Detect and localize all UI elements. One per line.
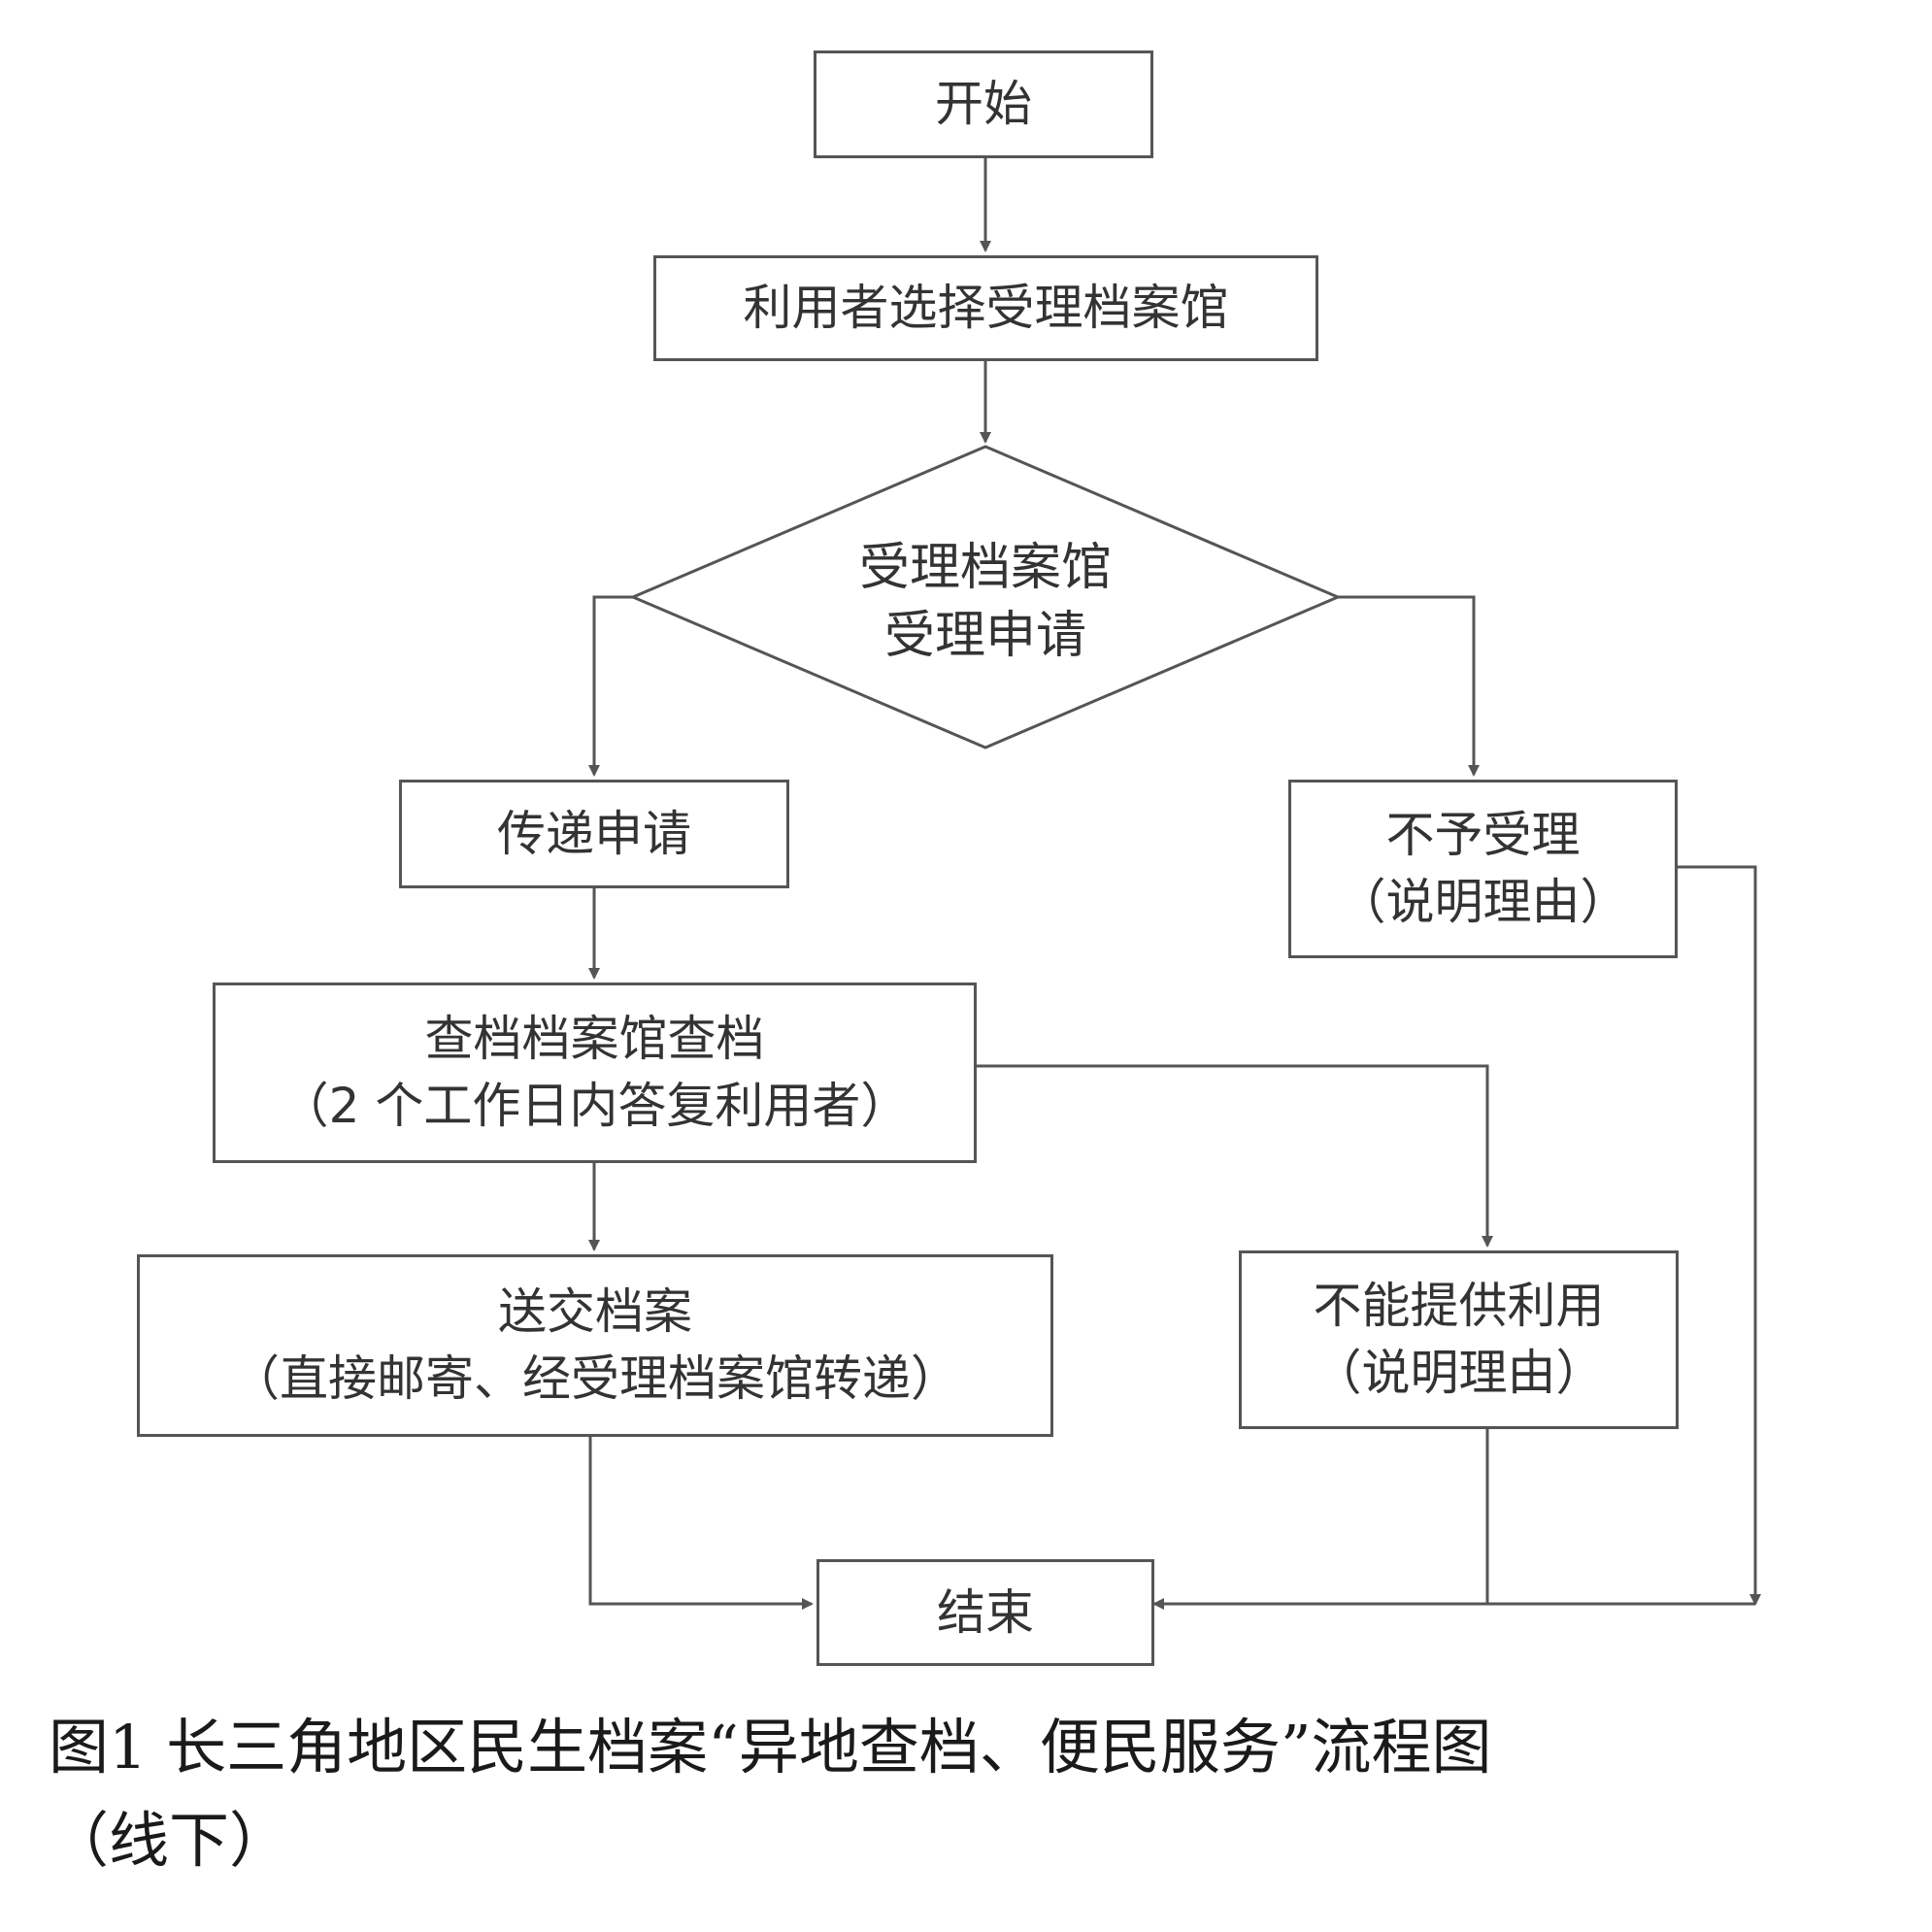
node-end-label: 结束 [937, 1583, 1034, 1641]
node-search: 查档档案馆查档 （2 个工作日内答复利用者） [213, 983, 977, 1163]
node-deliver-line1: 送交档案 [498, 1283, 692, 1340]
node-search-line2: （2 个工作日内答复利用者） [280, 1078, 910, 1134]
figure-caption-line2: （线下） [49, 1805, 290, 1877]
figure-caption-line1: 图1 长三角地区民生档案“异地查档、便民服务”流程图 [49, 1712, 1492, 1782]
decision-diamond [629, 445, 1342, 749]
node-unavailable-line1: 不能提供利用 [1313, 1278, 1605, 1334]
node-search-line1: 查档档案馆查档 [424, 1011, 765, 1067]
edge-decision-reject [1335, 595, 1480, 777]
node-decision: 受理档案馆 受理申请 [636, 524, 1335, 680]
node-select-archive: 利用者选择受理档案馆 [653, 255, 1318, 361]
edge-deliver-end [588, 1437, 814, 1610]
node-unavailable-line2: （说明理由） [1313, 1345, 1605, 1401]
node-deliver: 送交档案 （直接邮寄、经受理档案馆转递） [137, 1254, 1053, 1437]
node-reject-line2: （说明理由） [1337, 874, 1629, 930]
node-start: 开始 [814, 50, 1153, 158]
node-end: 结束 [816, 1559, 1154, 1666]
node-unavailable: 不能提供利用 （说明理由） [1239, 1250, 1679, 1429]
node-decision-line2: 受理申请 [883, 607, 1086, 665]
node-transmit: 传递申请 [399, 780, 789, 888]
node-reject: 不予受理 （说明理由） [1288, 780, 1678, 958]
node-start-label: 开始 [935, 76, 1032, 132]
node-select-archive-label: 利用者选择受理档案馆 [743, 280, 1229, 336]
node-transmit-label: 传递申请 [497, 805, 691, 862]
figure-caption: 图1 长三角地区民生档案“异地查档、便民服务”流程图 （线下） [49, 1701, 1893, 1887]
edge-decision-transmit [588, 595, 636, 777]
edge-search-unavailable [977, 1064, 1493, 1248]
edge-reject-down [1678, 865, 1761, 1606]
node-decision-line1: 受理档案馆 [858, 538, 1112, 597]
node-reject-line1: 不予受理 [1385, 807, 1581, 863]
node-deliver-line2: （直接邮寄、经受理档案馆转递） [231, 1350, 959, 1407]
